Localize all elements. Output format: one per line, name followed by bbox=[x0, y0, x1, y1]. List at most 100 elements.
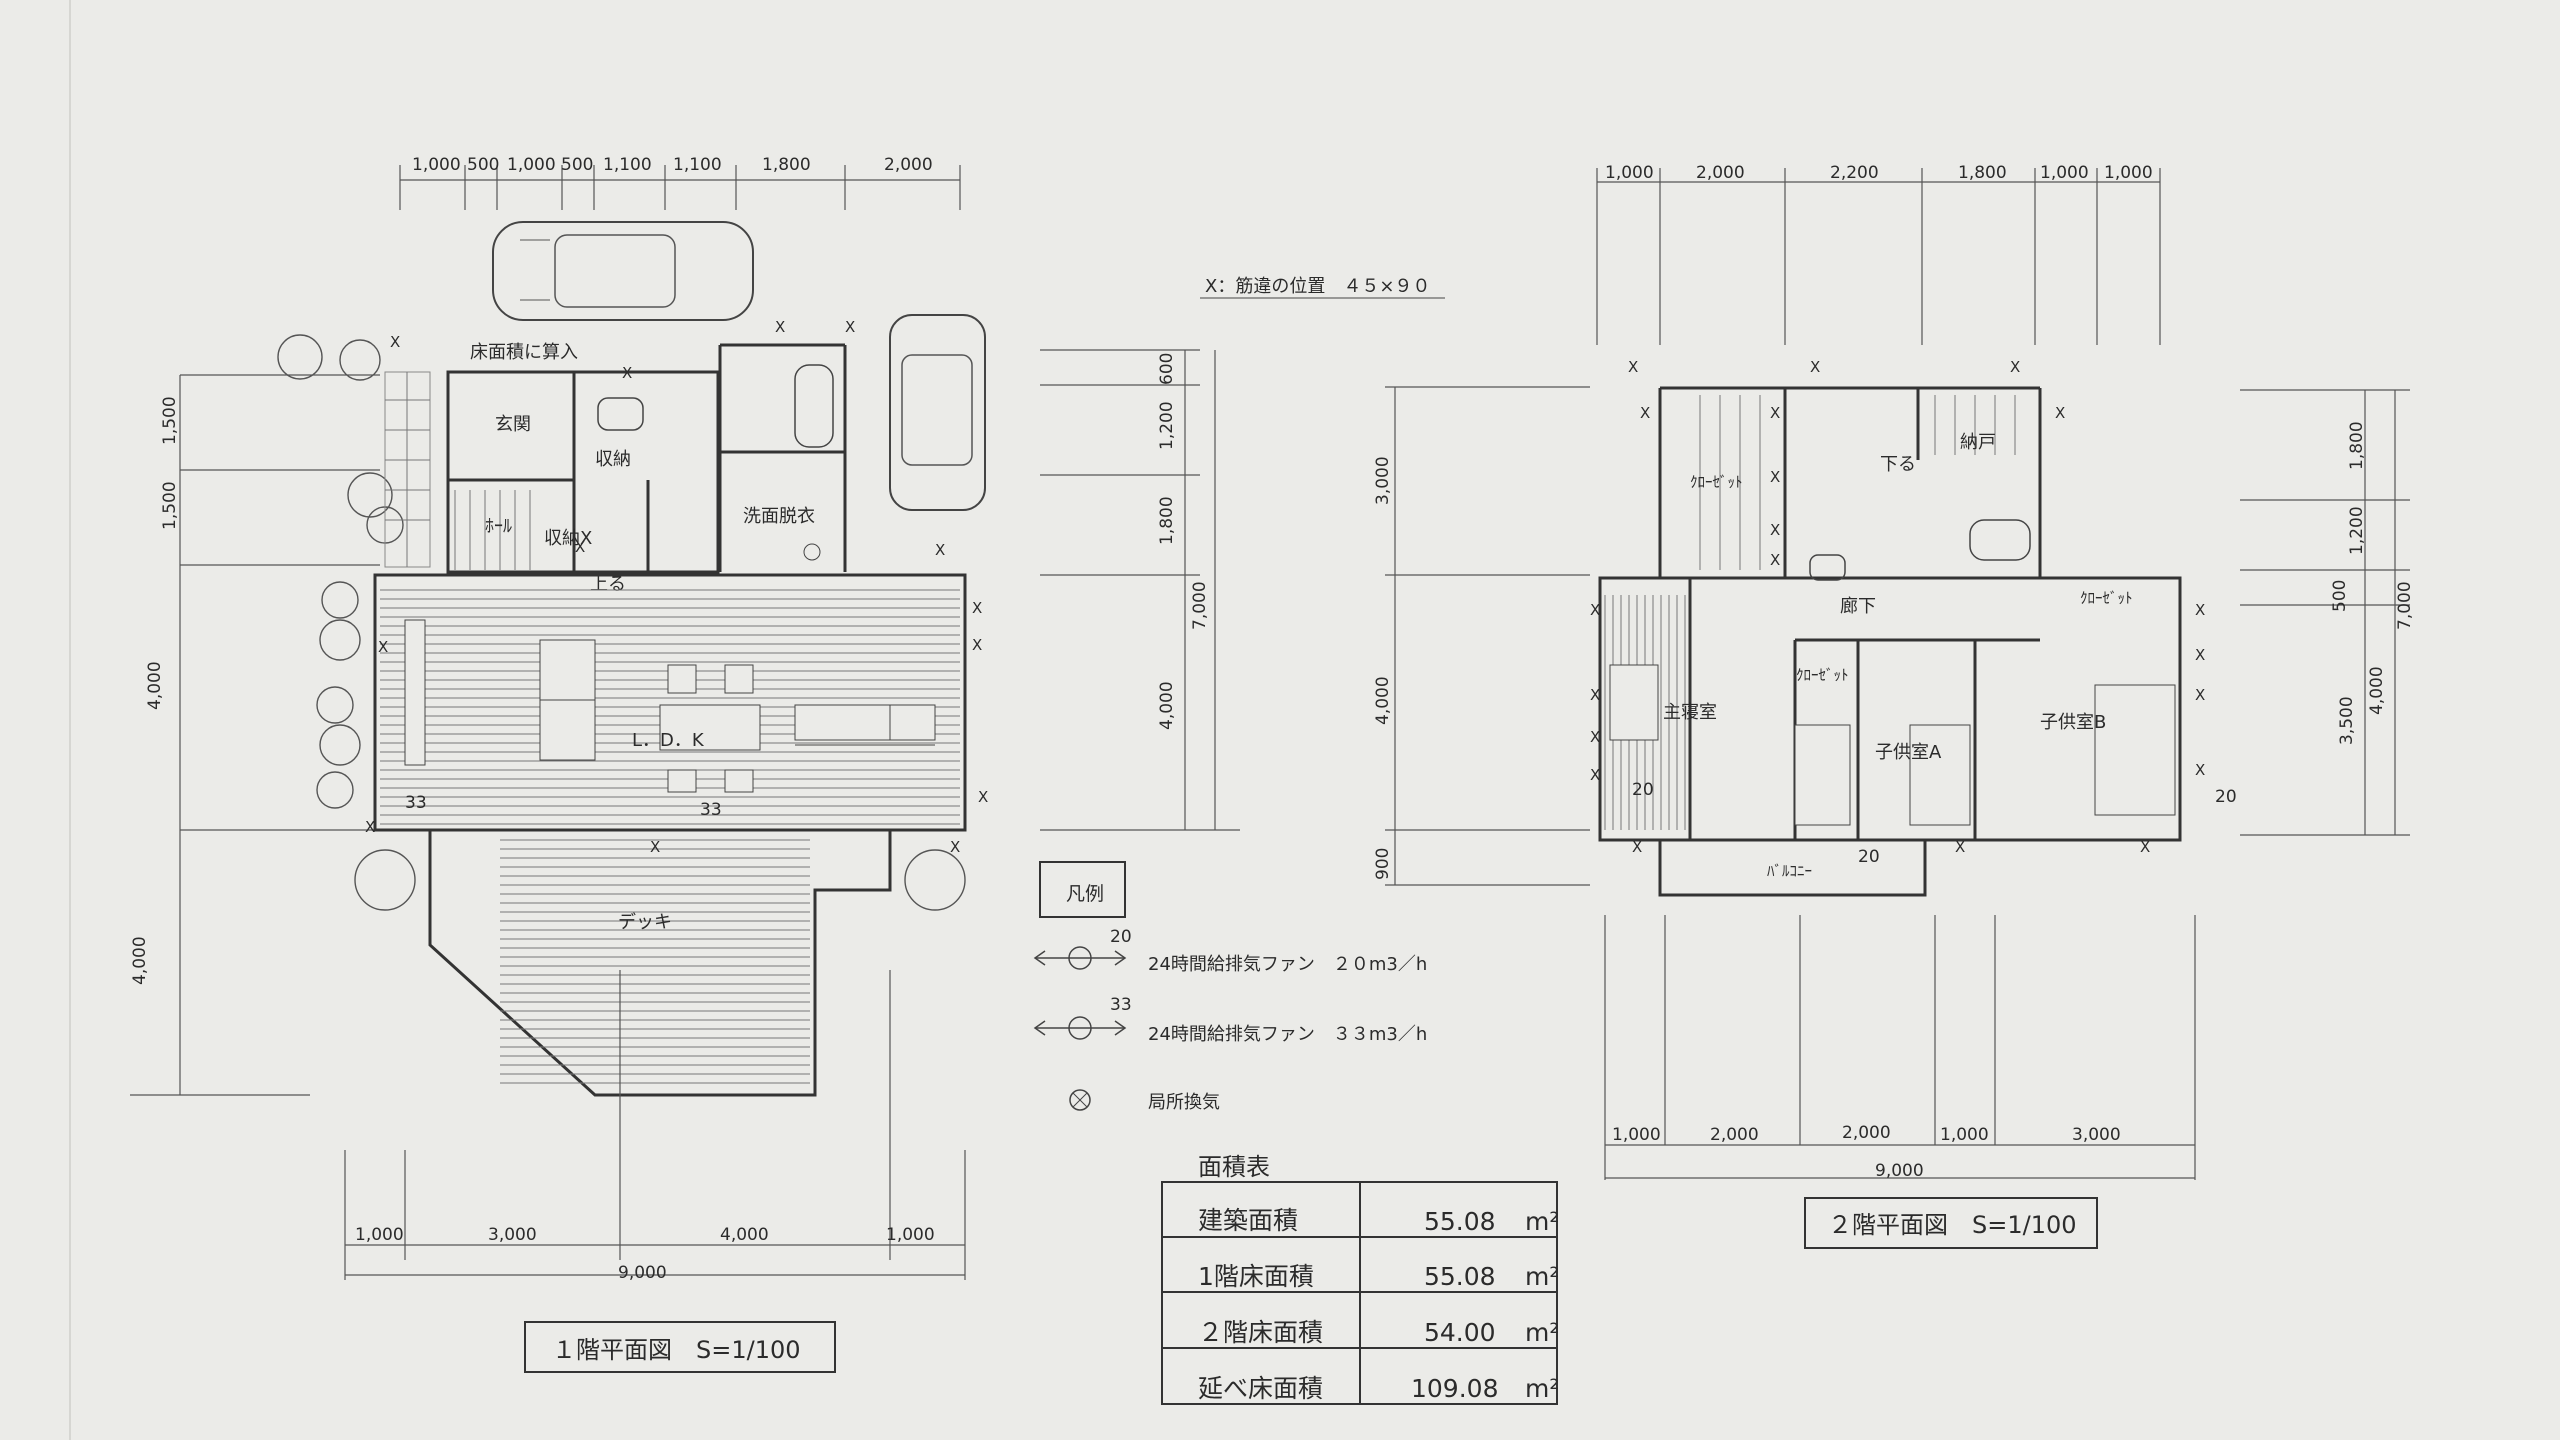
car-icon bbox=[889, 314, 986, 511]
local-vent-icon bbox=[1069, 1089, 1091, 1111]
room-hall: ﾎｰﾙ bbox=[485, 516, 512, 537]
bracing-x-mark: X bbox=[365, 818, 375, 836]
f2-left-dim: 3,000 bbox=[1373, 456, 1393, 505]
f1-plan-title: １階平面図 S=1/100 bbox=[552, 1336, 801, 1364]
area-table: 面積表 建築面積 55.08 m² 1階床面積 55.08 m² ２階床面積 5… bbox=[1161, 1153, 1559, 1405]
legend: 凡例 20 24時間給排気ファン ２０m3／h 33 24時間給排気ファン ３３… bbox=[1033, 861, 1427, 1113]
fan-mark: 20 bbox=[2215, 787, 2237, 807]
f1-right-dim: 1,800 bbox=[1157, 496, 1177, 545]
room-child-a: 子供室A bbox=[1875, 742, 1942, 763]
room-closet: ｸﾛｰｾﾞｯﾄ bbox=[2080, 589, 2133, 607]
f1-top-dim: 1,000 bbox=[412, 155, 461, 175]
area-row-unit: m² bbox=[1525, 1318, 1559, 1347]
f2-bottom-dim: 1,000 bbox=[1612, 1125, 1661, 1145]
car-icon bbox=[492, 221, 754, 321]
bracing-x-mark: X bbox=[1640, 404, 1650, 422]
f1-right-dim: 4,000 bbox=[1157, 681, 1177, 730]
legend-fan33: 24時間給排気ファン ３３m3／h bbox=[1148, 1024, 1427, 1045]
bracing-x-mark: X bbox=[1590, 601, 1600, 619]
f1-bottom-dim: 1,000 bbox=[355, 1225, 404, 1245]
f1-left-dim: 4,000 bbox=[145, 661, 165, 710]
f2-title-box bbox=[1804, 1197, 2098, 1249]
f2-plan-title: ２階平面図 S=1/100 bbox=[1828, 1211, 2077, 1239]
room-deck: デッキ bbox=[618, 912, 672, 933]
room-corridor: 廊下 bbox=[1840, 596, 1876, 617]
area-row-label: 1階床面積 bbox=[1198, 1262, 1314, 1291]
f2-top-dim: 1,000 bbox=[2104, 163, 2153, 183]
area-row-label: 延べ床面積 bbox=[1198, 1374, 1323, 1403]
bracing-x-mark: X bbox=[972, 599, 982, 617]
area-row-label: 建築面積 bbox=[1198, 1206, 1298, 1235]
f1-top-dim: 500 bbox=[561, 155, 593, 175]
bracing-x-mark: X bbox=[575, 538, 585, 556]
room-storage: 収納X bbox=[544, 528, 592, 549]
f2-top-dim: 1,800 bbox=[1958, 163, 2007, 183]
bracing-x-mark: X bbox=[1770, 404, 1780, 422]
f2-right-dim: 1,800 bbox=[2347, 421, 2367, 470]
bracing-x-mark: X bbox=[1632, 838, 1642, 856]
room-closet: ｸﾛｰｾﾞｯﾄ bbox=[1796, 666, 1849, 684]
f1-right-dim: 600 bbox=[1157, 353, 1177, 385]
f1-top-dim: 1,100 bbox=[603, 155, 652, 175]
f1-right-total-dim: 7,000 bbox=[1190, 581, 1210, 630]
bracing-x-mark: X bbox=[390, 333, 400, 351]
f2-right-dim: 4,000 bbox=[2367, 666, 2387, 715]
area-row-value: 55.08 bbox=[1424, 1262, 1496, 1291]
f1-top-dim: 1,100 bbox=[673, 155, 722, 175]
legend-title: 凡例 bbox=[1066, 883, 1104, 905]
legend-local: 局所換気 bbox=[1148, 1092, 1220, 1113]
f1-bottom-dim: 1,000 bbox=[886, 1225, 935, 1245]
tree-icon bbox=[277, 334, 966, 911]
bracing-x-mark: X bbox=[775, 318, 785, 336]
bracing-x-mark: X bbox=[2195, 646, 2205, 664]
room-storeroom: 納戸 bbox=[1960, 432, 1996, 453]
bracing-x-mark: X bbox=[2010, 358, 2020, 376]
f2-total-dim: 9,000 bbox=[1875, 1161, 1924, 1181]
fan-33-icon bbox=[1033, 1016, 1127, 1040]
bracing-x-mark: X bbox=[650, 838, 660, 856]
f2-bottom-dim: 3,000 bbox=[2072, 1125, 2121, 1145]
f1-title-box bbox=[524, 1321, 836, 1373]
bracing-x-mark: X bbox=[1955, 838, 1965, 856]
f2-top-dim: 1,000 bbox=[2040, 163, 2089, 183]
area-row-unit: m² bbox=[1525, 1207, 1559, 1236]
area-row-unit: m² bbox=[1525, 1262, 1559, 1291]
area-row-value: 55.08 bbox=[1424, 1207, 1496, 1236]
legend-fan20: 24時間給排気ファン ２０m3／h bbox=[1148, 954, 1427, 975]
area-row-value: 54.00 bbox=[1424, 1318, 1496, 1347]
bracing-x-mark: X bbox=[1810, 358, 1820, 376]
legend-fan33-number: 33 bbox=[1110, 995, 1132, 1015]
fan-mark: 33 bbox=[700, 800, 722, 820]
area-row-value: 109.08 bbox=[1411, 1374, 1498, 1403]
bracing-x-mark: X bbox=[2195, 686, 2205, 704]
bracing-x-mark: X bbox=[2055, 404, 2065, 422]
bracing-x-mark: X bbox=[2140, 838, 2150, 856]
f1-left-dim: 1,500 bbox=[160, 396, 180, 445]
bracing-x-mark: X bbox=[1628, 358, 1638, 376]
room-closet: ｸﾛｰｾﾞｯﾄ bbox=[1690, 473, 1743, 491]
f2-right-dim: 1,200 bbox=[2347, 506, 2367, 555]
bracing-x-mark: X bbox=[1590, 686, 1600, 704]
bracing-x-mark: X bbox=[2195, 601, 2205, 619]
f2-top-dim: 1,000 bbox=[1605, 163, 1654, 183]
room-child-b: 子供室B bbox=[2040, 712, 2106, 733]
area-row-unit: m² bbox=[1525, 1374, 1559, 1403]
f1-top-dim: 2,000 bbox=[884, 155, 933, 175]
bracing-x-mark: X bbox=[1770, 468, 1780, 486]
f2-right-total-dim: 7,000 bbox=[2395, 581, 2415, 630]
room-balcony: ﾊﾞﾙｺﾆｰ bbox=[1767, 862, 1812, 880]
stairs-down-label: 下る bbox=[1880, 454, 1916, 475]
f1-top-dim: 500 bbox=[467, 155, 499, 175]
f1-total-dim: 9,000 bbox=[618, 1263, 667, 1283]
bracing-x-mark: X bbox=[1590, 728, 1600, 746]
bracing-x-mark: X bbox=[2195, 761, 2205, 779]
fan-20-icon bbox=[1033, 946, 1127, 970]
f1-north-block bbox=[384, 343, 847, 574]
f1-bottom-dim: 4,000 bbox=[720, 1225, 769, 1245]
fan-mark: 20 bbox=[1858, 847, 1880, 867]
bracing-x-mark: X bbox=[978, 788, 988, 806]
f1-top-dim: 1,800 bbox=[762, 155, 811, 175]
bracing-x-mark: X bbox=[935, 541, 945, 559]
f1-right-dim: 1,200 bbox=[1157, 401, 1177, 450]
